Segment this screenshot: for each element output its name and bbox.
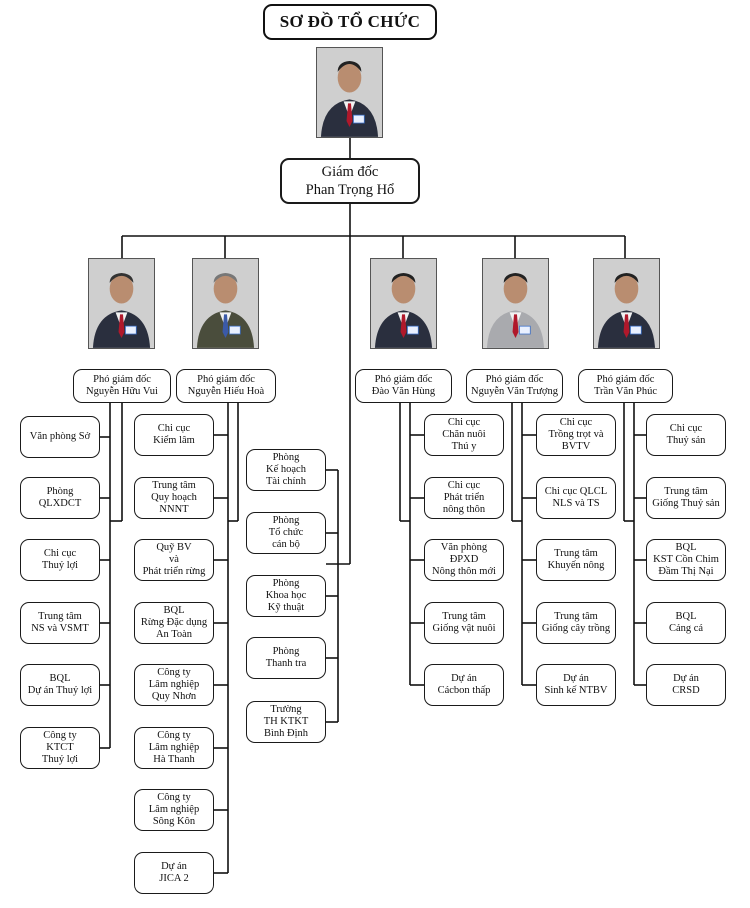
unit-chi-cuc-ptnt: Chi cục Phát triển nông thôn: [424, 477, 504, 519]
unit-quy-bv-phat-trien-rung: Quỹ BV và Phát triển rừng: [134, 539, 214, 581]
chart-title: SƠ ĐỒ TỔ CHỨC: [263, 4, 437, 40]
unit-chi-cuc-thuy-san: Chi cục Thuỷ sản: [646, 414, 726, 456]
unit-du-an-crsd: Dự án CRSD: [646, 664, 726, 706]
unit-phong-ke-hoach: Phòng Kế hoạch Tài chính: [246, 449, 326, 491]
unit-tt-giong-vat-nuoi: Trung tâm Giống vật nuôi: [424, 602, 504, 644]
unit-trung-tam-ns-vsmt: Trung tâm NS và VSMT: [20, 602, 100, 644]
unit-du-an-cacbon: Dự án Cácbon thấp: [424, 664, 504, 706]
unit-cong-ty-ln-song-kon: Công ty Lâm nghiệp Sông Kôn: [134, 789, 214, 831]
vice-director-3: Phó giám đốc Đào Văn Hùng: [355, 369, 452, 403]
unit-van-phong-so: Văn phòng Sở: [20, 416, 100, 458]
unit-cong-ty-ln-quy-nhon: Công ty Lâm nghiệp Quy Nhơn: [134, 664, 214, 706]
unit-phong-to-chuc: Phòng Tổ chức cán bộ: [246, 512, 326, 554]
unit-chi-cuc-qlcl: Chi cục QLCL NLS và TS: [536, 477, 616, 519]
unit-van-phong-dpxd: Văn phòng ĐPXD Nông thôn mới: [424, 539, 504, 581]
unit-bql-cang-ca: BQL Cảng cá: [646, 602, 726, 644]
unit-cong-ty-ktct: Công ty KTCT Thuỷ lợi: [20, 727, 100, 769]
unit-tt-khuyen-nong: Trung tâm Khuyến nông: [536, 539, 616, 581]
director-portrait: [316, 47, 383, 138]
unit-tt-giong-cay-trong: Trung tâm Giống cây trồng: [536, 602, 616, 644]
unit-du-an-jica-2: Dự án JICA 2: [134, 852, 214, 894]
unit-chi-cuc-thuy-loi: Chi cục Thuỷ lợi: [20, 539, 100, 581]
vice-director-4: Phó giám đốc Nguyễn Văn Trượng: [466, 369, 563, 403]
director-role: Giám đốc: [321, 164, 379, 180]
unit-phong-qlxdct: Phòng QLXDCT: [20, 477, 100, 519]
unit-chi-cuc-chan-nuoi: Chi cục Chăn nuôi Thú y: [424, 414, 504, 456]
unit-bql-du-an-thuy-loi: BQL Dự án Thuỷ lợi: [20, 664, 100, 706]
unit-trung-tam-quy-hoach: Trung tâm Quy hoạch NNNT: [134, 477, 214, 519]
vice-portrait-3: [370, 258, 437, 349]
vice-portrait-5: [593, 258, 660, 349]
director-name: Phan Trọng Hổ: [305, 182, 395, 198]
vice-director-2: Phó giám đốc Nguyễn Hiếu Hoà: [176, 369, 276, 403]
vice-portrait-2: [192, 258, 259, 349]
unit-chi-cuc-trong-trot: Chi cục Trồng trọt và BVTV: [536, 414, 616, 456]
unit-du-an-sinh-ke: Dự án Sinh kế NTBV: [536, 664, 616, 706]
unit-truong-th-ktkt: Trường TH KTKT Bình Định: [246, 701, 326, 743]
unit-phong-thanh-tra: Phòng Thanh tra: [246, 637, 326, 679]
unit-tt-giong-thuy-san: Trung tâm Giống Thuỷ sản: [646, 477, 726, 519]
vice-portrait-1: [88, 258, 155, 349]
unit-phong-khoa-hoc: Phòng Khoa học Kỹ thuật: [246, 575, 326, 617]
vice-director-5: Phó giám đốc Trần Văn Phúc: [578, 369, 673, 403]
unit-chi-cuc-kiem-lam: Chi cục Kiểm lâm: [134, 414, 214, 456]
vice-director-1: Phó giám đốc Nguyễn Hữu Vui: [73, 369, 171, 403]
unit-cong-ty-ln-ha-thanh: Công ty Lâm nghiệp Hà Thanh: [134, 727, 214, 769]
vice-portrait-4: [482, 258, 549, 349]
unit-bql-kst-con-chim: BQL KST Cồn Chim Đầm Thị Nại: [646, 539, 726, 581]
unit-bql-rung-dac-dung: BQL Rừng Đặc dụng An Toàn: [134, 602, 214, 644]
